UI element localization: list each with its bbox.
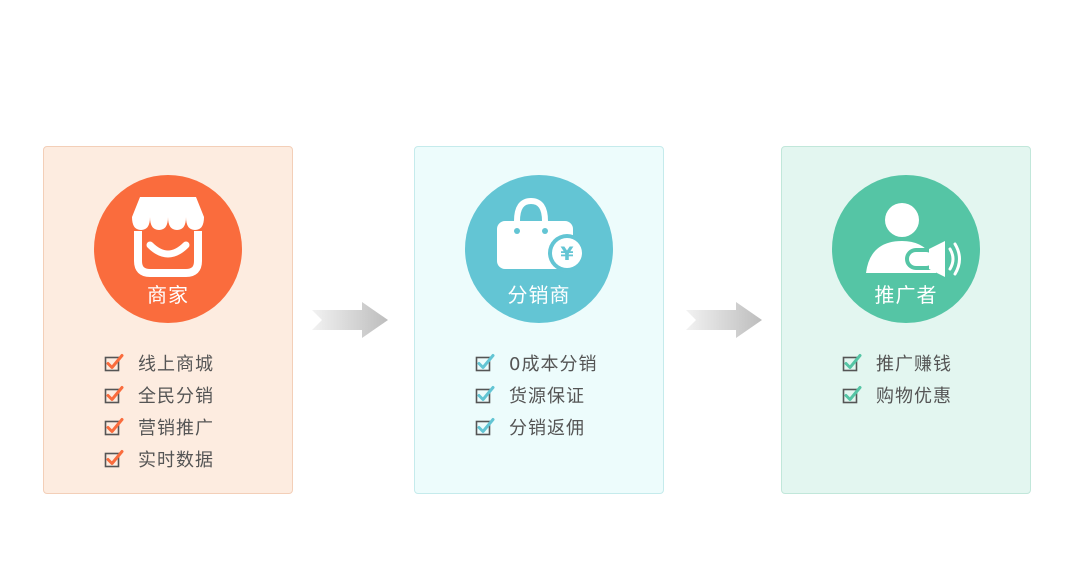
distributor-feature-list: 0成本分销 货源保证 分销返佣	[475, 347, 597, 443]
distributor-badge: ¥ 分销商	[465, 175, 613, 323]
arrow-right-icon	[686, 302, 762, 338]
svg-text:¥: ¥	[560, 243, 573, 265]
feature-item: 线上商城	[104, 347, 214, 379]
checkbox-checked-icon	[842, 354, 862, 372]
feature-item: 购物优惠	[842, 379, 952, 411]
merchant-feature-list: 线上商城 全民分销 营销推广 实时数据	[104, 347, 214, 475]
checkbox-checked-icon	[475, 386, 495, 404]
checkbox-checked-icon	[104, 418, 124, 436]
merchant-badge: 商家	[94, 175, 242, 323]
promoter-badge: 推广者	[832, 175, 980, 323]
feature-text: 分销返佣	[509, 418, 585, 439]
feature-item: 实时数据	[104, 443, 214, 475]
distributor-card: ¥ 分销商 0成本分销 货源保证 分销返佣	[414, 146, 664, 494]
promoter-feature-list: 推广赚钱 购物优惠	[842, 347, 952, 411]
merchant-card: 商家 线上商城 全民分销 营销推广	[43, 146, 293, 494]
handbag-yen-icon: ¥	[497, 197, 586, 272]
checkbox-checked-icon	[842, 386, 862, 404]
storefront-icon	[132, 197, 204, 277]
feature-text: 货源保证	[509, 386, 585, 407]
checkbox-checked-icon	[104, 450, 124, 468]
feature-item: 货源保证	[475, 379, 597, 411]
feature-item: 推广赚钱	[842, 347, 952, 379]
feature-text: 购物优惠	[876, 386, 952, 407]
feature-text: 实时数据	[138, 450, 214, 471]
checkbox-checked-icon	[104, 386, 124, 404]
feature-text: 0成本分销	[509, 354, 598, 375]
feature-text: 全民分销	[138, 386, 214, 407]
feature-item: 全民分销	[104, 379, 214, 411]
promoter-title: 推广者	[874, 283, 938, 307]
feature-item: 营销推广	[104, 411, 214, 443]
checkbox-checked-icon	[104, 354, 124, 372]
feature-text: 营销推广	[138, 418, 214, 439]
feature-text: 推广赚钱	[876, 354, 952, 375]
promoter-card: 推广者 推广赚钱 购物优惠	[781, 146, 1031, 494]
feature-item: 分销返佣	[475, 411, 597, 443]
merchant-title: 商家	[147, 283, 189, 307]
person-megaphone-icon	[866, 203, 961, 277]
feature-item: 0成本分销	[475, 347, 597, 379]
distributor-title: 分销商	[507, 283, 571, 307]
feature-text: 线上商城	[138, 354, 214, 375]
arrow-right-icon	[312, 302, 388, 338]
checkbox-checked-icon	[475, 354, 495, 372]
checkbox-checked-icon	[475, 418, 495, 436]
